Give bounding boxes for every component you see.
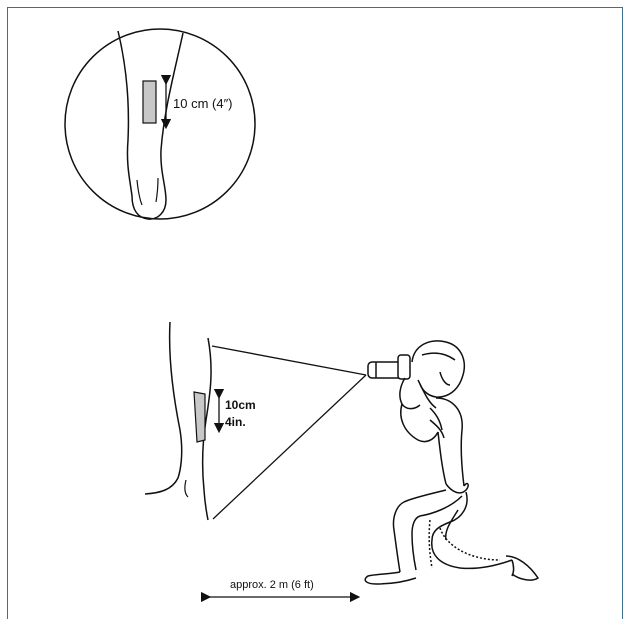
left-leg-outline xyxy=(145,322,182,494)
distance-indicator: approx. 2 m (6 ft) xyxy=(206,579,355,597)
kneeling-photographer xyxy=(365,341,538,584)
inset-measure-label: 10 cm (4″) xyxy=(173,96,233,111)
inset-circle xyxy=(65,29,255,219)
inset-closeup: 10 cm (4″) xyxy=(65,29,255,219)
camera-field-of-view xyxy=(212,346,366,519)
head-outline xyxy=(412,341,464,397)
scene-band-patch xyxy=(194,392,205,442)
distance-label: approx. 2 m (6 ft) xyxy=(230,579,314,591)
scene-band-label-metric: 10cm xyxy=(225,398,256,412)
scene-band-label-imperial: 4in. xyxy=(225,415,246,429)
inset-band-patch xyxy=(143,81,156,123)
